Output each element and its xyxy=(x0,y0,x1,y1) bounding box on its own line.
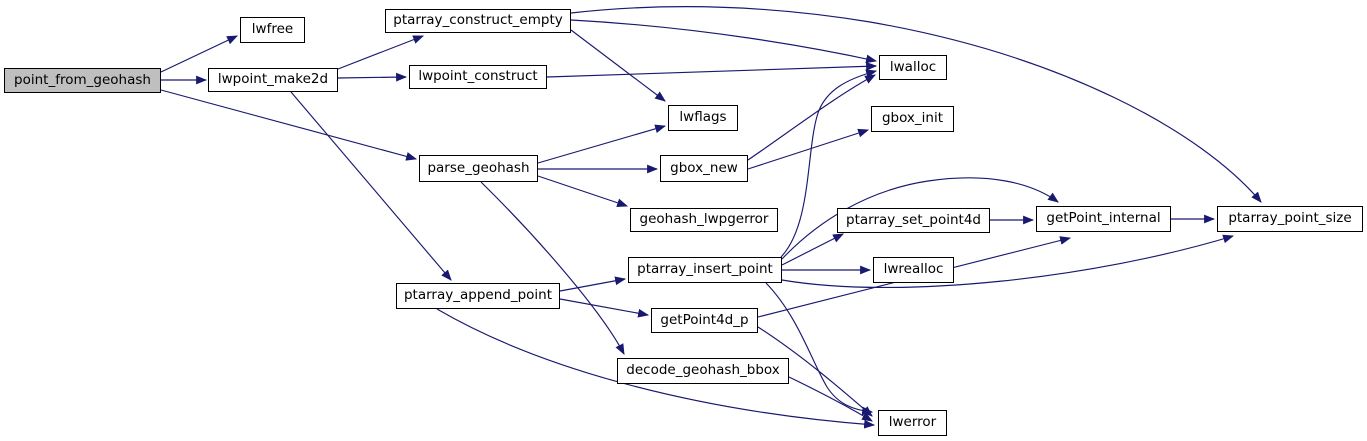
graph-node-lwerror[interactable]: lwerror xyxy=(878,410,947,436)
graph-node-lwflags[interactable]: lwflags xyxy=(668,105,738,131)
edge-lwpoint_make2d-ptarray_append_point xyxy=(290,91,452,281)
edge-lwpoint_make2d-ptarray_construct_empty xyxy=(337,35,425,70)
edge-ptarray_append_point-getPoint4d_p xyxy=(559,298,650,318)
edge-ptarray_insert_point-ptarray_point_size xyxy=(781,234,1235,289)
edge-ptarray_append_point-ptarray_insert_point xyxy=(559,276,627,292)
graph-node-ptarray_append_point[interactable]: ptarray_append_point xyxy=(396,283,560,309)
graph-node-getPoint_internal[interactable]: getPoint_internal xyxy=(1036,206,1171,232)
graph-node-gbox_init[interactable]: gbox_init xyxy=(871,106,954,132)
edge-ptarray_construct_empty-ptarray_point_size xyxy=(570,6,1262,203)
graph-node-lwfree[interactable]: lwfree xyxy=(240,17,305,43)
edge-gbox_new-gbox_init xyxy=(747,128,870,170)
graph-node-lwalloc[interactable]: lwalloc xyxy=(879,55,947,80)
edge-ptarray_construct_empty-lwalloc xyxy=(570,19,878,64)
edge-getPoint4d_p-lwerror xyxy=(757,326,873,417)
edge-parse_geohash-lwflags xyxy=(537,124,667,164)
edge-parse_geohash-decode_geohash_bbox xyxy=(480,181,625,355)
edge-lwpoint_construct-lwalloc xyxy=(546,61,878,78)
graph-node-decode_geohash_bbox[interactable]: decode_geohash_bbox xyxy=(617,358,789,384)
graph-node-ptarray_set_point4d[interactable]: ptarray_set_point4d xyxy=(837,208,990,233)
graph-node-gbox_new[interactable]: gbox_new xyxy=(660,155,748,182)
graph-node-ptarray_point_size[interactable]: ptarray_point_size xyxy=(1217,206,1363,232)
edge-ptarray_insert_point-lwerror xyxy=(765,282,874,416)
edge-lwpoint_make2d-lwpoint_construct xyxy=(337,72,408,82)
graph-node-lwpoint_construct[interactable]: lwpoint_construct xyxy=(409,65,547,89)
edge-gbox_new-lwalloc xyxy=(747,74,876,161)
graph-node-getPoint4d_p[interactable]: getPoint4d_p xyxy=(651,308,758,333)
graph-node-point_from_geohash[interactable]: point_from_geohash xyxy=(4,68,161,93)
graph-node-parse_geohash[interactable]: parse_geohash xyxy=(419,155,538,182)
edge-ptarray_insert_point-ptarray_set_point4d xyxy=(781,233,844,266)
graph-node-geohash_lwpgerror[interactable]: geohash_lwpgerror xyxy=(630,208,778,232)
graph-node-ptarray_insert_point[interactable]: ptarray_insert_point xyxy=(628,257,782,283)
edge-ptarray_insert_point-lwalloc xyxy=(780,69,878,258)
edge-ptarray_insert_point-getPoint_internal xyxy=(781,177,1059,260)
graph-node-ptarray_construct_empty[interactable]: ptarray_construct_empty xyxy=(385,9,571,33)
edge-decode_geohash_bbox-lwerror xyxy=(788,376,873,422)
edge-ptarray_construct_empty-lwflags xyxy=(570,29,666,102)
graph-node-lwrealloc[interactable]: lwrealloc xyxy=(873,257,954,283)
edge-ptarray_append_point-lwerror xyxy=(436,308,876,429)
edge-point_from_geohash-parse_geohash xyxy=(160,89,418,161)
edge-parse_geohash-geohash_lwpgerror xyxy=(537,175,629,208)
graph-node-lwpoint_make2d[interactable]: lwpoint_make2d xyxy=(208,68,338,92)
edge-point_from_geohash-lwfree xyxy=(160,35,238,73)
